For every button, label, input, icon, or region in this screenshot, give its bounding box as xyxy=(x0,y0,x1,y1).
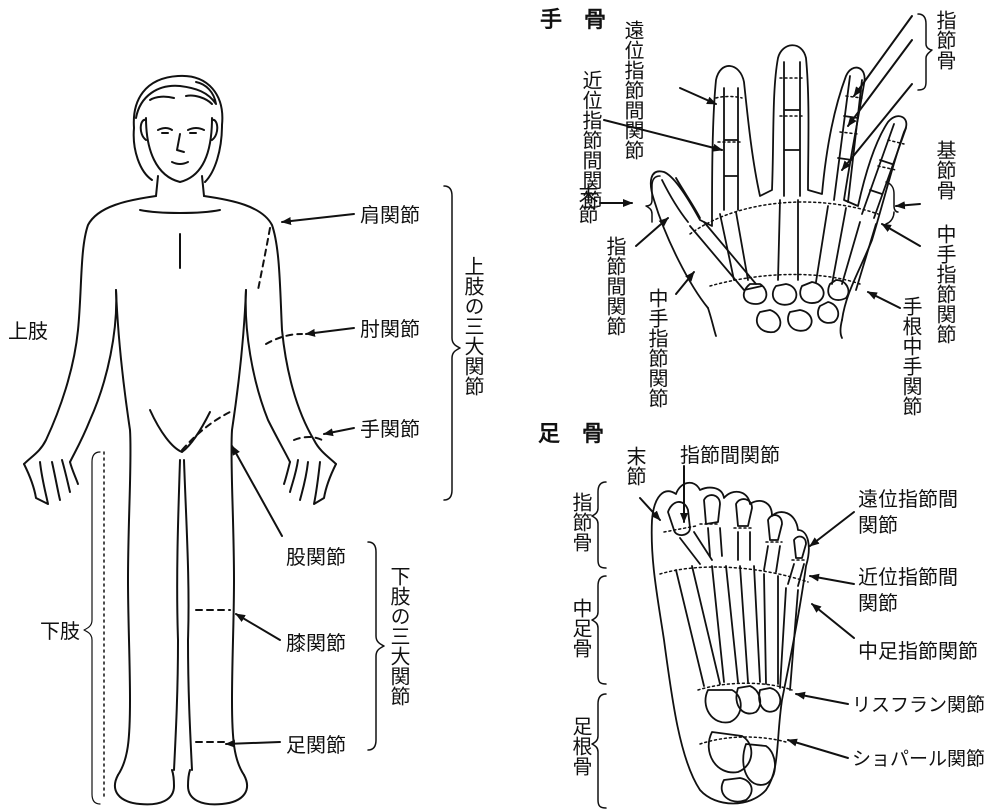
foot-arrows xyxy=(640,466,854,758)
shoulder-joint-marker xyxy=(258,228,270,290)
index-bones xyxy=(720,88,748,280)
metatarsals xyxy=(676,566,798,690)
label-hip-joint: 股関節 xyxy=(286,546,346,568)
wrist-arrow xyxy=(324,428,354,434)
lower-big3-brace xyxy=(368,542,384,750)
middle-bones xyxy=(778,62,800,280)
foot-mtp-arrow xyxy=(812,604,854,638)
label-foot-distal-phalanx: 末節 xyxy=(624,446,646,486)
label-ankle-joint: 足関節 xyxy=(286,734,346,756)
label-wrist-joint: 手関節 xyxy=(360,418,420,440)
label-lower-limb: 下肢 xyxy=(40,620,80,642)
hand-arrows xyxy=(600,16,920,308)
label-hand-phalanges: 指節骨 xyxy=(934,10,956,70)
label-hand-distal-phalanx: 末節 xyxy=(576,184,598,224)
label-elbow-joint: 肘関節 xyxy=(360,318,420,340)
label-foot-tarsal: 足根骨 xyxy=(570,716,592,776)
label-hand-dip: 遠位指節間関節 xyxy=(600,20,644,106)
left-inner-arm xyxy=(70,290,116,462)
foot-pip-arrow xyxy=(810,576,854,584)
hand-dip-arrow xyxy=(680,88,716,104)
knee-arrow xyxy=(236,614,280,640)
toe-bones-4 xyxy=(764,515,782,572)
label-upper-big3: 上肢の三大関節 xyxy=(462,256,484,396)
foot-dip-arrow xyxy=(810,512,854,546)
clavicle xyxy=(140,210,220,213)
label-foot-pip: 近位指節間関節 xyxy=(858,564,968,616)
label-hand-mcp-right: 中手指節関節 xyxy=(934,224,956,344)
nose xyxy=(177,134,184,152)
hand-proximal-phalanx-arrow xyxy=(896,204,920,206)
foot-phalanges-brace xyxy=(592,482,606,568)
right-hand xyxy=(284,460,336,504)
foot-outline xyxy=(652,483,809,804)
foot-title: 足 骨 xyxy=(538,424,604,446)
label-foot-mtp: 中足指節関節 xyxy=(858,640,978,662)
upper-big3-brace xyxy=(444,186,460,500)
mouth xyxy=(172,162,188,164)
proximal-phalanx-brace xyxy=(886,182,898,224)
label-foot-dip: 遠位指節間関節 xyxy=(858,486,968,538)
foot-diagram xyxy=(652,483,809,804)
foot-chopart-arrow xyxy=(788,740,848,758)
foot-mtp-dotted xyxy=(660,567,808,582)
label-knee-joint: 膝関節 xyxy=(286,632,346,654)
hand-cmc-arrow xyxy=(868,292,900,308)
label-foot-lisfranc: リスフラン関節 xyxy=(852,694,985,716)
hand-mcp-dotted xyxy=(690,202,878,234)
shoulder-arrow xyxy=(282,214,354,222)
foot-ip-dotted xyxy=(664,524,806,560)
right-foot xyxy=(188,770,247,804)
foot-braces xyxy=(592,482,606,808)
hand-diagram xyxy=(651,45,907,338)
foot-metatarsal-brace xyxy=(592,576,606,684)
human-figure xyxy=(24,76,336,805)
hand-title: 手 骨 xyxy=(540,10,606,32)
label-hand-ip-joint: 指節間関節 xyxy=(604,236,626,336)
neck xyxy=(156,176,204,196)
waist-left xyxy=(116,290,131,775)
left-hand xyxy=(24,460,78,504)
foot-lisfranc-arrow xyxy=(796,694,848,704)
toe-bones-3 xyxy=(736,499,752,560)
foot-chopart-dotted xyxy=(700,737,786,744)
label-foot-ip-joint: 指節間関節 xyxy=(680,444,780,466)
label-upper-limb: 上肢 xyxy=(8,320,48,342)
hip-arrow xyxy=(232,446,282,536)
label-lower-big3: 下肢の三大関節 xyxy=(388,566,410,706)
phalanges-brace xyxy=(918,14,932,90)
phalanges-arrow-2 xyxy=(848,40,912,126)
right-inner-arm xyxy=(246,290,290,462)
label-hand-pip: 近位指節間関節 xyxy=(558,70,602,156)
left-foot xyxy=(115,770,174,804)
inner-legs xyxy=(174,460,192,770)
carpal-bones xyxy=(744,280,849,332)
hand-mcp-right-arrow xyxy=(882,224,920,246)
label-foot-chopart: ショパール関節 xyxy=(852,748,985,770)
toe-bones-2 xyxy=(704,495,722,556)
body-braces xyxy=(84,186,460,804)
foot-tarsal-brace xyxy=(592,694,606,808)
label-shoulder-joint: 肩関節 xyxy=(360,204,420,226)
label-foot-metatarsal: 中足骨 xyxy=(570,598,592,658)
label-hand-mcp-left: 中手指節関節 xyxy=(646,288,668,408)
wrist-joint-marker xyxy=(294,437,322,440)
phalanges-arrow-1 xyxy=(854,16,912,96)
label-hand-cmc: 手根中手関節 xyxy=(900,296,922,416)
waist-right xyxy=(231,290,246,775)
label-foot-phalanges: 指節骨 xyxy=(570,492,592,552)
elbow-arrow xyxy=(306,328,354,334)
label-hand-proximal-phalanx: 基節骨 xyxy=(934,140,956,200)
eyes xyxy=(158,128,204,133)
lower-limb-brace xyxy=(84,452,100,804)
